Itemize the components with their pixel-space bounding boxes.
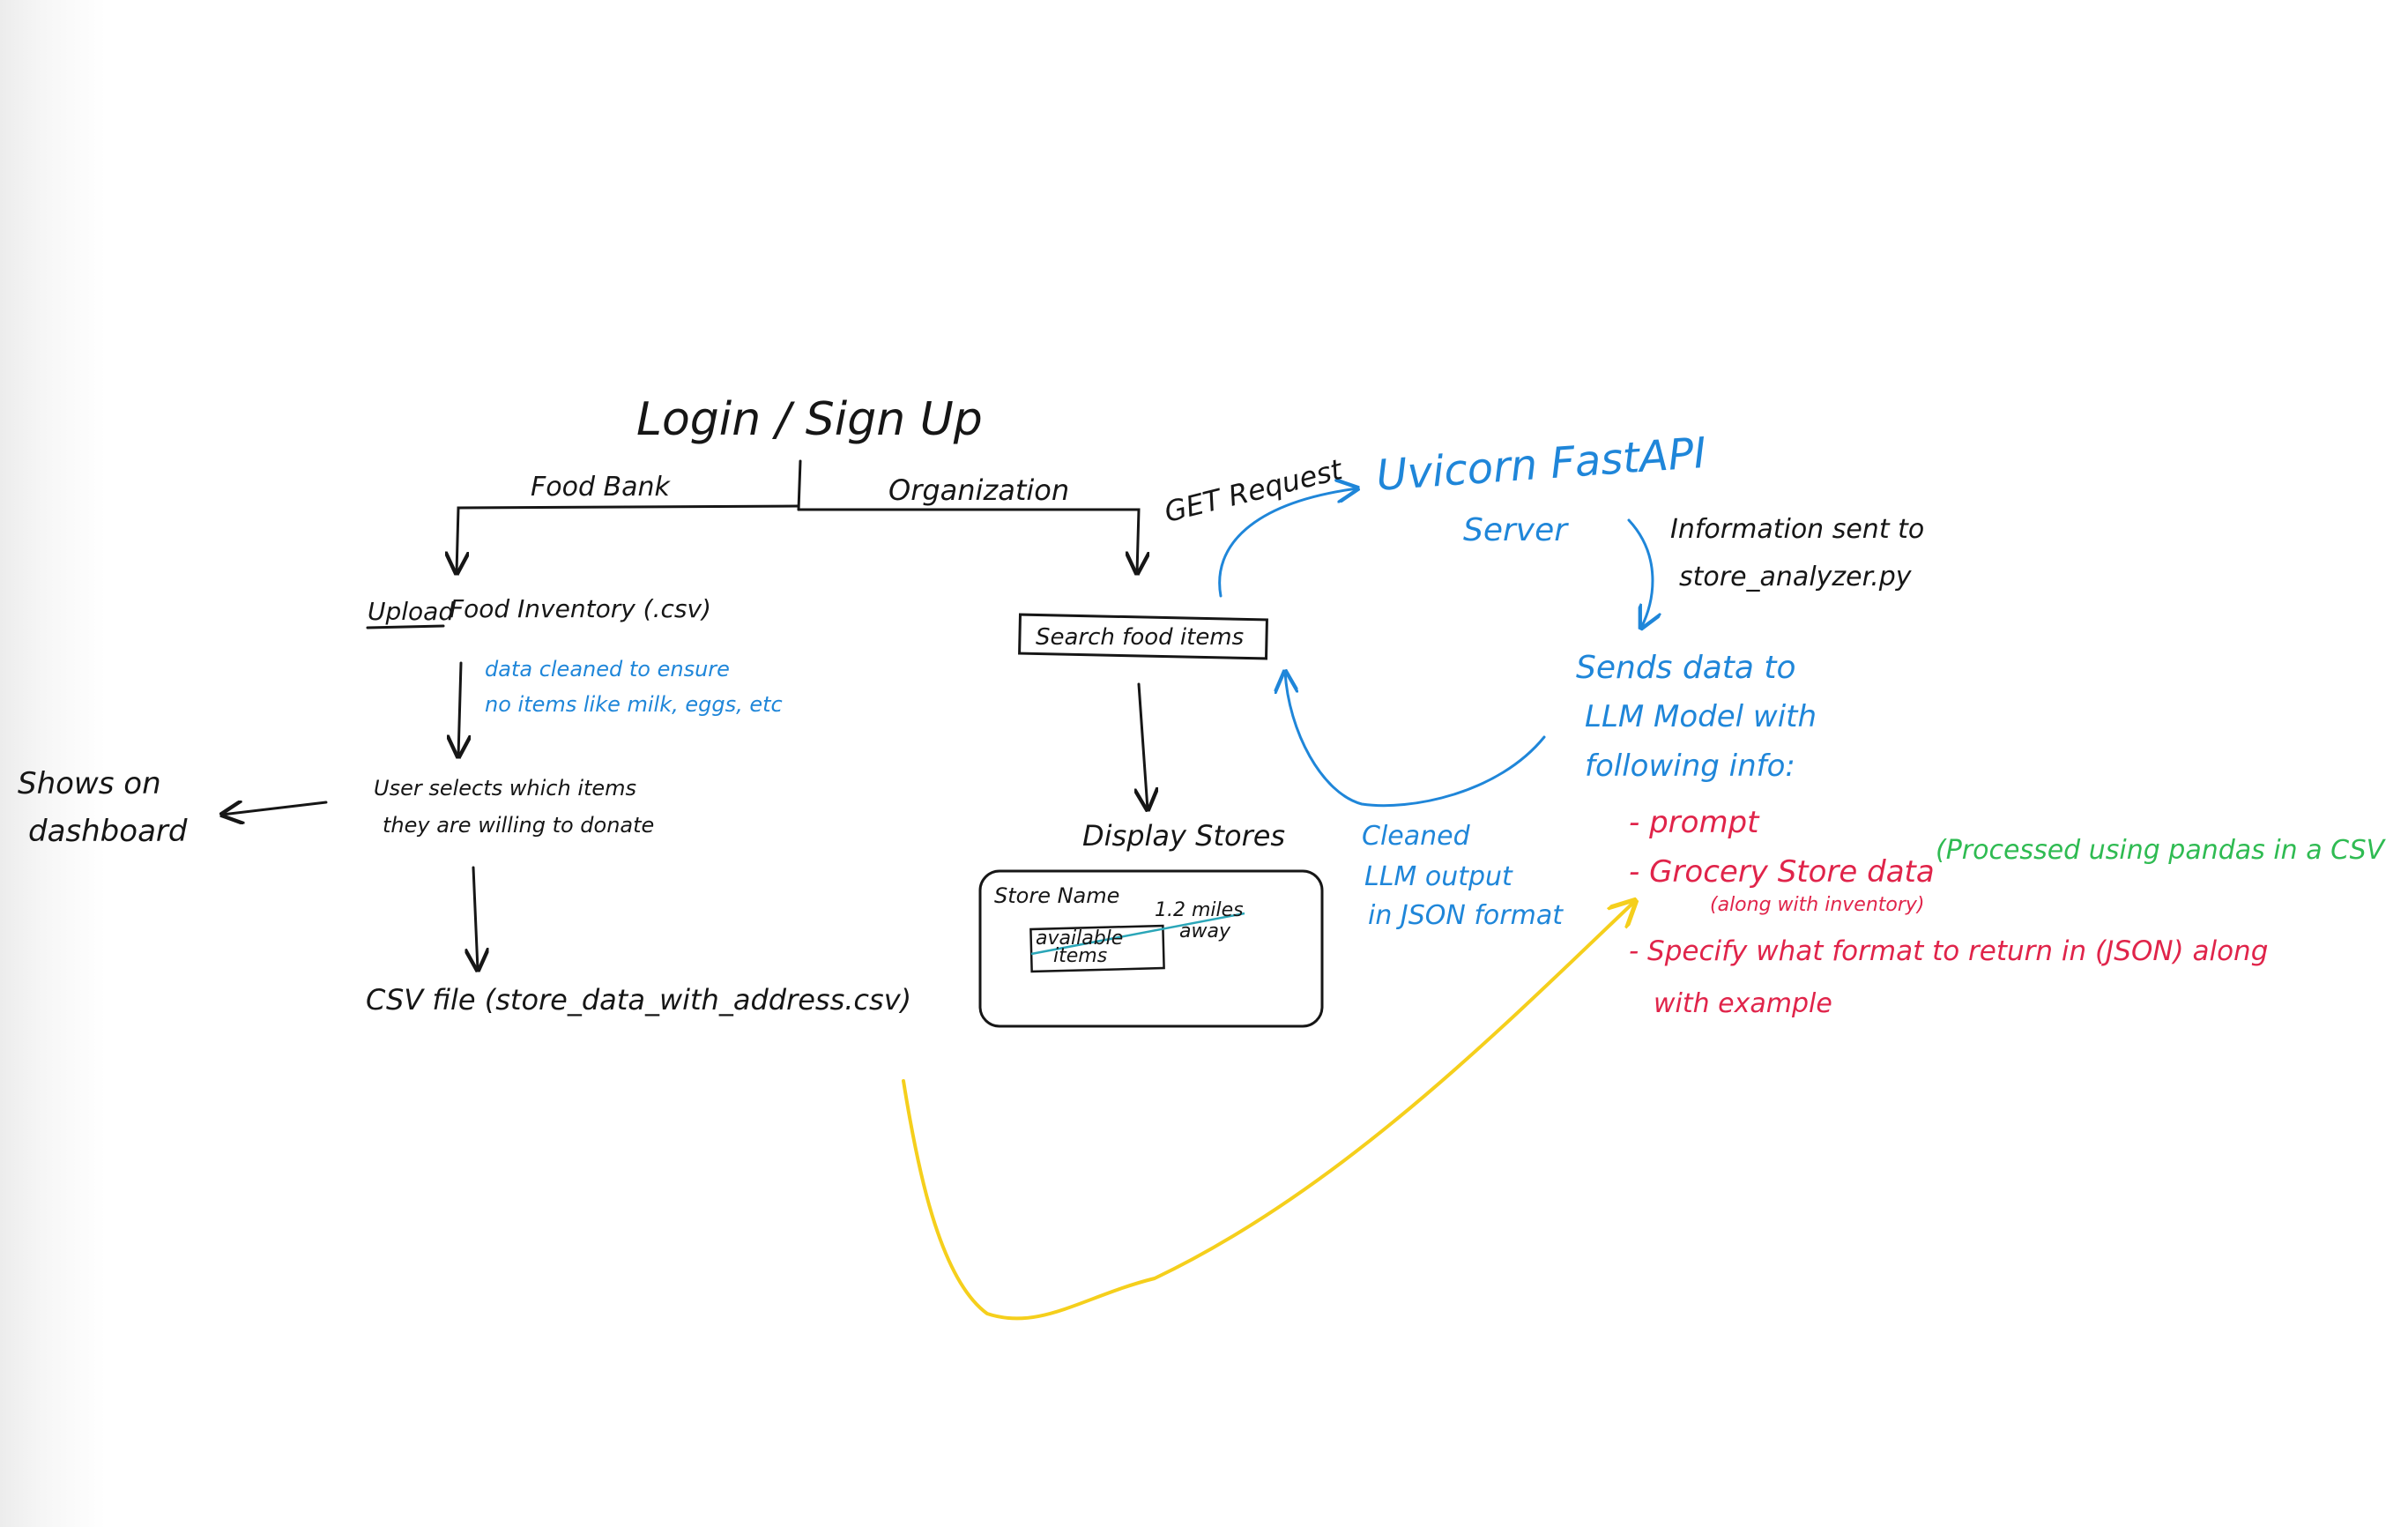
csv-to-llm-arrow <box>902 901 1635 1321</box>
arrow-search-to-display <box>1139 682 1148 809</box>
upload-word: Upload <box>368 597 455 626</box>
food-bank-label: Food Bank <box>531 472 670 503</box>
cleaned-output-line2: LLM output <box>1364 861 1512 892</box>
get-request-arrow <box>1218 488 1357 598</box>
sends-data-line3: following info: <box>1585 749 1795 784</box>
store-card-outline <box>978 869 1324 1028</box>
organization-label: Organization <box>888 473 1070 507</box>
sends-data-line2: LLM Model with <box>1585 699 1817 734</box>
display-stores-label: Display Stores <box>1082 819 1286 853</box>
bullet-grocery-store-data: - Grocery Store data <box>1629 854 1935 890</box>
select-items-line1: User selects which items <box>374 776 637 801</box>
csv-output-label: CSV file (store_data_with_address.csv) <box>366 983 912 1017</box>
arrow-upload-to-select <box>458 661 461 756</box>
search-food-items-box <box>1018 613 1268 660</box>
info-sent-line2: store_analyzer.py <box>1679 562 1912 592</box>
bullet-specify-line2: with example <box>1654 988 1832 1019</box>
dashboard-label-line1: Shows on <box>18 766 161 801</box>
food-bank-branch <box>457 504 800 573</box>
llm-output-return-arrow <box>1285 672 1546 808</box>
page-edge-shadow <box>0 0 106 1527</box>
server-title-line2: Server <box>1463 512 1568 548</box>
bullet-specify-line1: - Specify what format to return in (JSON… <box>1629 935 2269 967</box>
upload-underline <box>366 624 445 629</box>
arrow-select-to-dashboard <box>222 802 328 815</box>
select-items-line2: they are willing to donate <box>383 813 655 838</box>
store-name-label: Store Name <box>994 883 1120 908</box>
teal-strike-line <box>1030 912 1245 956</box>
arrow-select-to-csv <box>473 866 478 970</box>
server-connectors <box>1218 488 1653 808</box>
clean-note-line1: data cleaned to ensure <box>485 657 730 682</box>
available-items-line2: items <box>1053 945 1108 967</box>
organization-branch <box>797 508 1139 573</box>
sends-data-line1: Sends data to <box>1576 650 1796 686</box>
login-branch-lines <box>222 459 1148 970</box>
cleaned-output-line1: Cleaned <box>1362 821 1470 852</box>
cleaned-output-line3: in JSON format <box>1368 900 1563 931</box>
bullet-prompt: - prompt <box>1629 805 1759 840</box>
distance-line1: 1.2 miles <box>1155 899 1244 921</box>
upload-inventory-label: Food Inventory (.csv) <box>450 594 711 623</box>
grocery-sub-note: (along with inventory) <box>1710 894 1925 916</box>
login-signup-title: Login / Sign Up <box>636 393 983 446</box>
available-items-line1: available <box>1036 927 1124 950</box>
server-to-analyzer-arrow <box>1627 518 1653 628</box>
dashboard-label-line2: dashboard <box>28 814 188 849</box>
search-food-items-label: Search food items <box>1036 624 1245 651</box>
login-stem <box>797 459 802 511</box>
info-sent-line1: Information sent to <box>1670 514 1925 545</box>
distance-line2: away <box>1179 920 1230 942</box>
grocery-note: (Processed using pandas in a CSV <box>1936 835 2385 866</box>
clean-note-line2: no items like milk, eggs, etc <box>485 692 783 717</box>
available-items-box <box>1029 924 1165 973</box>
